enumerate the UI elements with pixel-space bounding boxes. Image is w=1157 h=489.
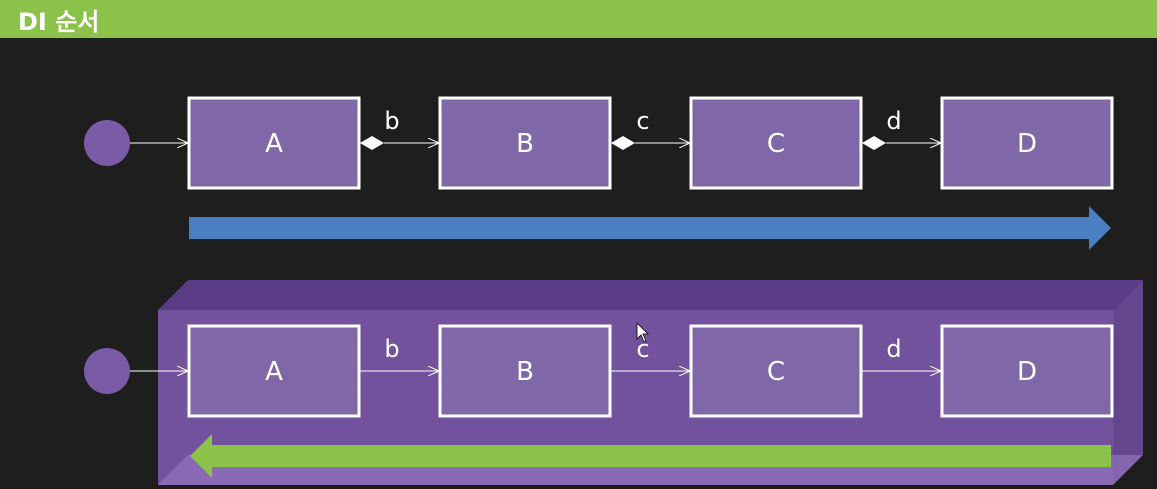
node-label-b: B	[516, 129, 534, 159]
node-box-c	[689, 96, 863, 190]
start-circle	[84, 120, 130, 166]
node-label-d: D	[1017, 129, 1037, 159]
edge-label-c: c	[636, 107, 649, 135]
dependency-diamond	[862, 136, 886, 150]
node-box-b	[438, 96, 612, 190]
node-label-c: C	[767, 357, 785, 387]
edge-label-d: d	[886, 335, 901, 363]
node-box-a	[187, 96, 361, 190]
node-box-a	[187, 324, 361, 418]
node-box-c	[689, 324, 863, 418]
container-top-face	[158, 280, 1143, 310]
edge-label-c: c	[636, 335, 649, 363]
start-circle	[84, 348, 130, 394]
container-right-face	[1113, 280, 1143, 485]
page-title: DI 순서	[18, 8, 100, 36]
dependency-diamond	[611, 136, 635, 150]
backward-flow-arrow	[190, 434, 1111, 478]
node-box-d	[940, 324, 1114, 418]
node-label-c: C	[767, 129, 785, 159]
dependency-diamond	[360, 136, 384, 150]
edge-label-d: d	[886, 107, 901, 135]
edge-label-b: b	[384, 335, 399, 363]
node-label-d: D	[1017, 357, 1037, 387]
title-bar: DI 순서	[0, 0, 1157, 38]
row-backward: A B C Db c d	[84, 324, 1114, 478]
node-label-b: B	[516, 357, 534, 387]
node-label-a: A	[265, 357, 283, 387]
node-box-b	[438, 324, 612, 418]
node-box-d	[940, 96, 1114, 190]
forward-flow-arrow	[189, 206, 1111, 250]
node-label-a: A	[265, 129, 283, 159]
edge-label-b: b	[384, 107, 399, 135]
mouse-cursor-icon	[636, 322, 649, 343]
row-forward: A B C Db c d	[84, 96, 1114, 250]
